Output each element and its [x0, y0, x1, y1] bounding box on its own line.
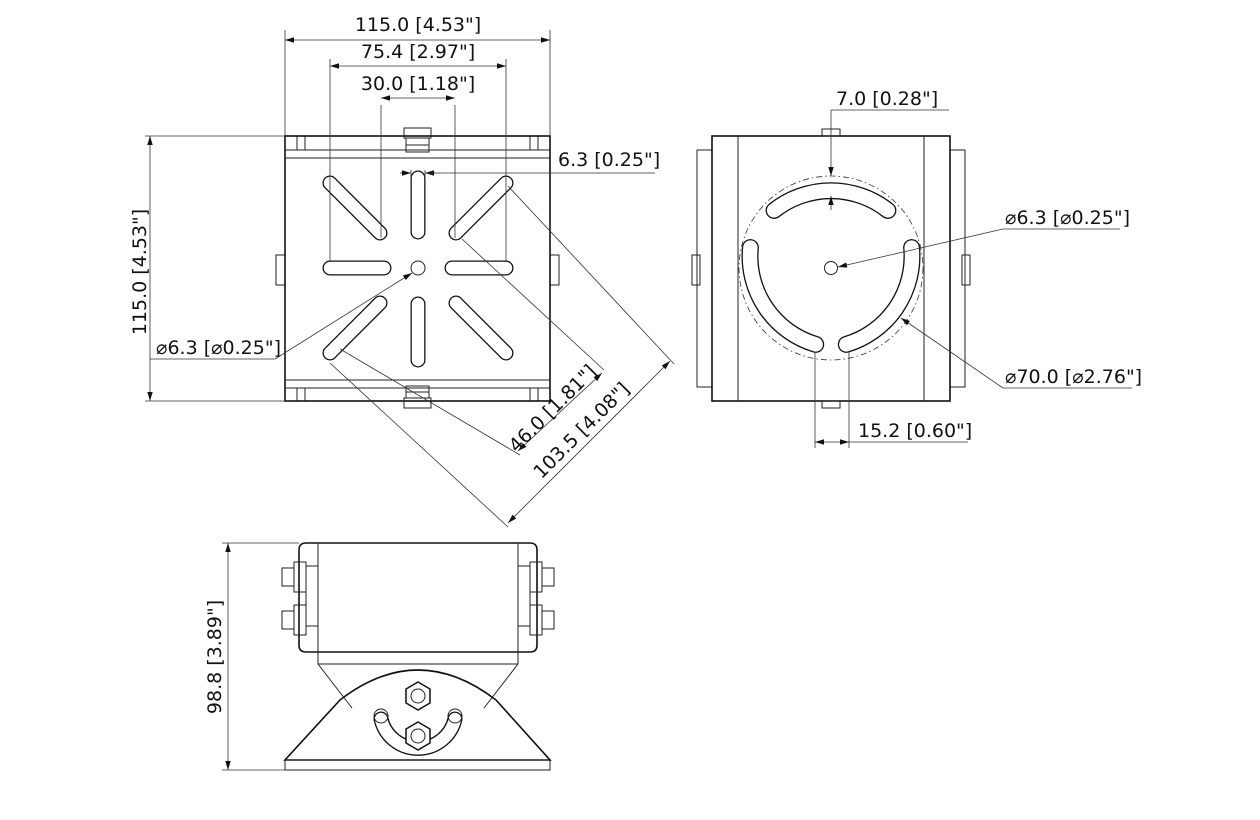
dim-ring-diameter: ⌀70.0 [⌀2.76"]	[1005, 366, 1142, 388]
front-view: 115.0 [4.53"] 75.4 [2.97"] 30.0 [1.18"] …	[129, 14, 675, 528]
side-view: 7.0 [0.28"] ⌀6.3 [⌀0.25"] ⌀70.0 [⌀2.76"]…	[691, 88, 1142, 448]
dim-diag-inner: 46.0 [1.81"]	[505, 361, 601, 457]
dim-bottom-height: 98.8 [3.89"]	[204, 600, 226, 714]
dim-height-overall: 115.0 [4.53"]	[129, 209, 151, 335]
dim-gap-width: 15.2 [0.60"]	[858, 420, 972, 442]
dim-center-hole: ⌀6.3 [⌀0.25"]	[156, 337, 281, 359]
bottom-view: 98.8 [3.89"]	[204, 542, 555, 771]
dim-width-overall: 115.0 [4.53"]	[355, 14, 481, 36]
dim-slot-width: 6.3 [0.25"]	[558, 149, 660, 171]
dim-width-slots-inner: 30.0 [1.18"]	[361, 73, 475, 95]
dim-side-slot-width: 7.0 [0.28"]	[836, 88, 938, 110]
dim-width-slots-outer: 75.4 [2.97"]	[361, 41, 475, 63]
dim-side-center-hole: ⌀6.3 [⌀0.25"]	[1005, 207, 1130, 229]
